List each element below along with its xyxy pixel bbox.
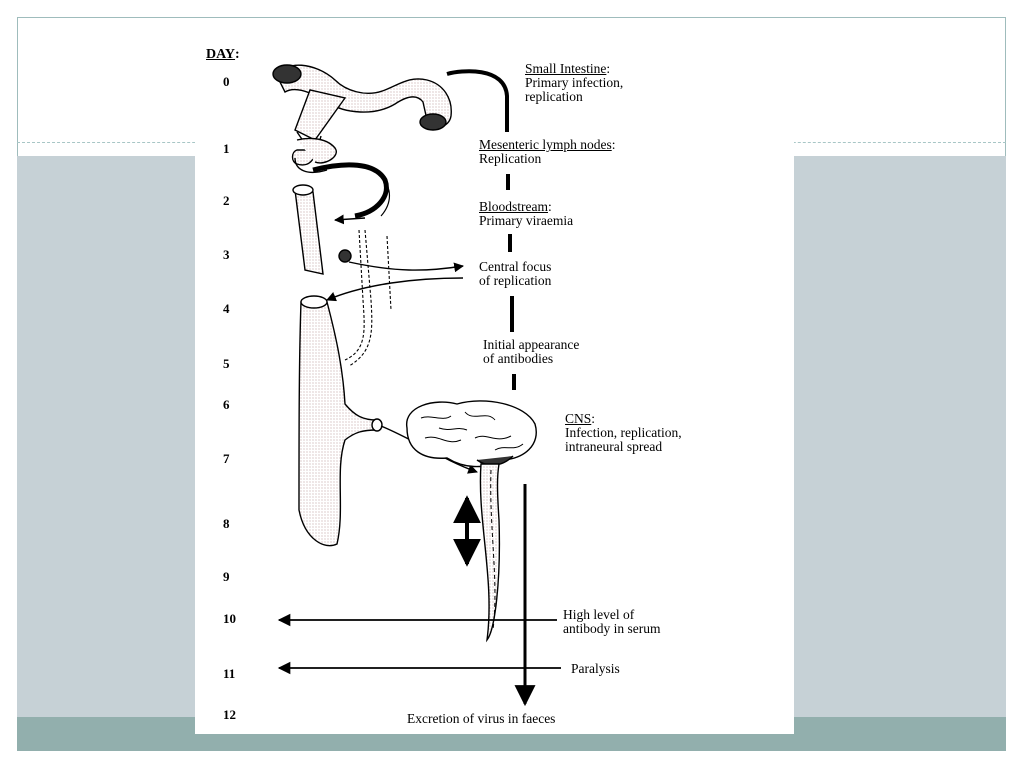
stage-cns: CNS: Infection, replication, intraneural… (565, 411, 682, 454)
day-label-4: 4 (223, 301, 230, 316)
stage-initial-antibodies: Initial appearance of antibodies (483, 337, 580, 366)
day-label-6: 6 (223, 397, 230, 412)
stage-title: CNS (565, 411, 592, 426)
lymphatic-duct-drawing (344, 229, 392, 367)
mesenteric-lymph-node-drawing (291, 137, 390, 219)
bloodstream-vessel-upper (292, 184, 464, 302)
stage-small-intestine: Small Intestine: Primary infection, repl… (525, 61, 624, 104)
day-label-2: 2 (223, 193, 230, 208)
day-label-12: 12 (223, 707, 236, 722)
bloodstream-vessel-lower (298, 295, 478, 547)
diagram-illustration (272, 64, 561, 707)
small-intestine-drawing (272, 64, 452, 160)
stage-antibody-serum: High level of antibody in serum (563, 607, 661, 636)
timeline-line (446, 69, 516, 390)
stage-title: Bloodstream (479, 199, 548, 214)
stage-bloodstream: Bloodstream: Primary viraemia (479, 199, 574, 228)
day-label-3: 3 (223, 247, 230, 262)
day-heading: DAY: (206, 47, 240, 62)
day-label-8: 8 (223, 516, 230, 531)
stage-mesenteric-lymph-nodes: Mesenteric lymph nodes: Replication (479, 137, 616, 166)
stage-title: Mesenteric lymph nodes (479, 137, 612, 152)
cns-brain-drawing (406, 400, 537, 468)
pathogenesis-diagram: DAY: 0 1 2 3 4 5 6 7 8 9 10 11 12 Small … (195, 40, 794, 734)
stage-paralysis: Paralysis (571, 661, 620, 676)
day-label-9: 9 (223, 569, 230, 584)
day-label-5: 5 (223, 356, 230, 371)
day-label-10: 10 (223, 611, 236, 626)
spinal-cord-drawing (479, 463, 501, 643)
stage-title: Small Intestine (525, 61, 607, 76)
day-label-11: 11 (223, 666, 236, 681)
day-label-1: 1 (223, 141, 230, 156)
stage-central-focus: Central focus of replication (479, 259, 552, 288)
stage-excretion: Excretion of virus in faeces (407, 711, 556, 726)
day-label-7: 7 (223, 451, 230, 466)
day-label-0: 0 (223, 74, 230, 89)
